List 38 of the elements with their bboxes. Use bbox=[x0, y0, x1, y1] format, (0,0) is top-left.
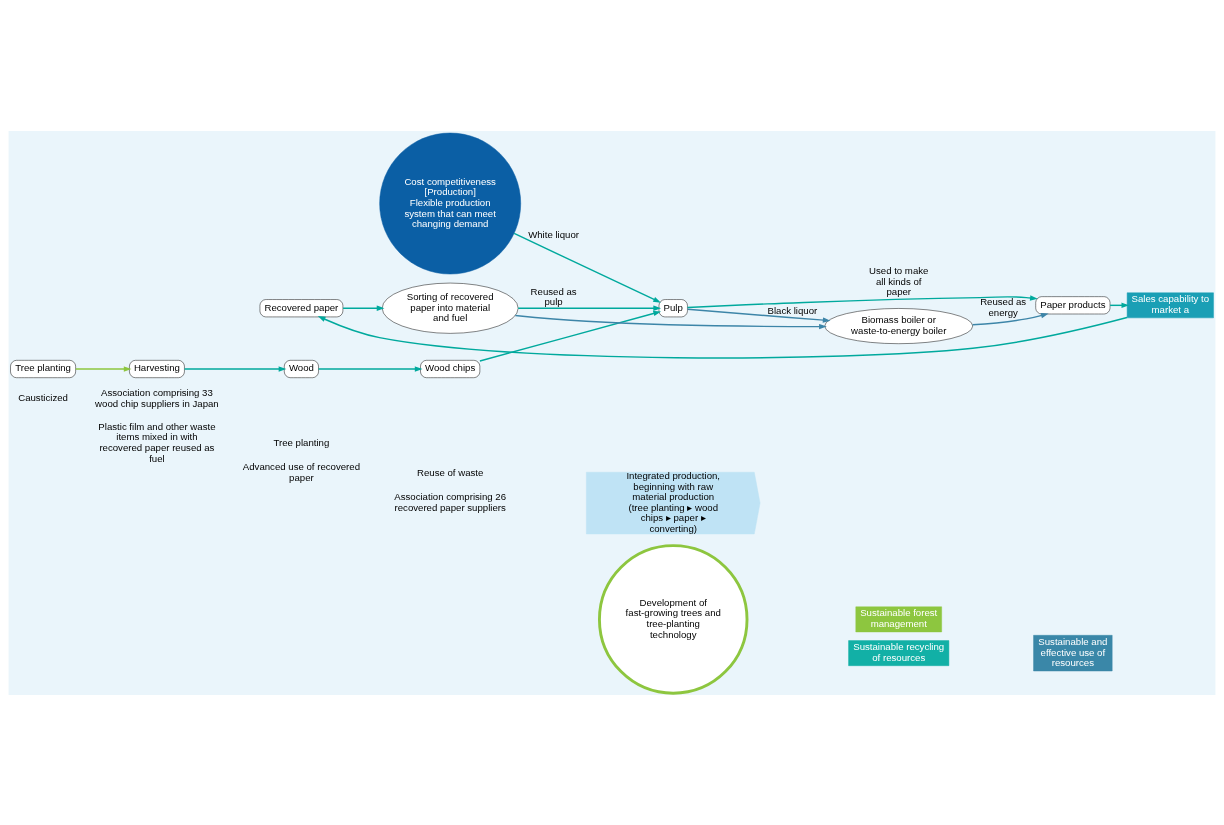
node-box: Wood bbox=[284, 359, 319, 378]
node-box: Tree planting bbox=[10, 359, 76, 378]
arrow bbox=[686, 308, 831, 323]
arrow bbox=[479, 310, 662, 362]
arrow bbox=[514, 314, 827, 329]
label: Advanced use of recovered paper bbox=[242, 460, 361, 483]
arrow bbox=[317, 315, 1128, 359]
label: Reuse of waste bbox=[417, 466, 484, 478]
edge-label: Reused as pulp bbox=[530, 285, 577, 307]
node-box: Recovered paper bbox=[259, 298, 344, 317]
arrow bbox=[317, 365, 423, 372]
edge-label: Reused as energy bbox=[980, 295, 1027, 318]
node-circle: Cost competitiveness [Production] Flexible production system that can meet changing demand bbox=[379, 132, 521, 274]
label: Association comprising 33 wood chip suppliers in Japan bbox=[95, 386, 219, 409]
edge-label: Black liquor bbox=[767, 304, 818, 316]
node-box: Sales capability to market a bbox=[1126, 292, 1214, 318]
node-box: Pulp bbox=[658, 298, 688, 317]
label: Plastic film and other waste items mixed in with recovered paper reused as fuel bbox=[98, 420, 216, 464]
node-ellipse: Sorting of recovered paper into material and fuel bbox=[381, 282, 519, 334]
edge-label: White liquor bbox=[528, 228, 580, 240]
edge-label: Used to make all kinds of paper bbox=[869, 264, 929, 297]
node-circle: Development of fast-growing trees and tree-planting technology bbox=[598, 543, 749, 695]
node-box: Sustainable recycling of resources bbox=[848, 639, 950, 666]
label: Association comprising 26 recovered paper suppliers bbox=[394, 490, 507, 513]
arrow bbox=[513, 232, 661, 303]
node-box: Paper products bbox=[1035, 295, 1111, 314]
arrow bbox=[971, 312, 1049, 325]
arrow bbox=[183, 365, 287, 372]
arrow bbox=[686, 294, 1038, 308]
label: Causticized bbox=[18, 391, 68, 403]
arrow bbox=[517, 305, 662, 311]
node-box: Sustainable and effective use of resources bbox=[1033, 634, 1113, 671]
arrow bbox=[75, 365, 132, 372]
arrow bbox=[342, 305, 385, 311]
node-box: Sustainable forest management bbox=[855, 606, 942, 632]
label: Tree planting bbox=[273, 436, 330, 448]
node-box: Wood chips bbox=[420, 359, 481, 378]
node-box: Harvesting bbox=[129, 359, 185, 378]
